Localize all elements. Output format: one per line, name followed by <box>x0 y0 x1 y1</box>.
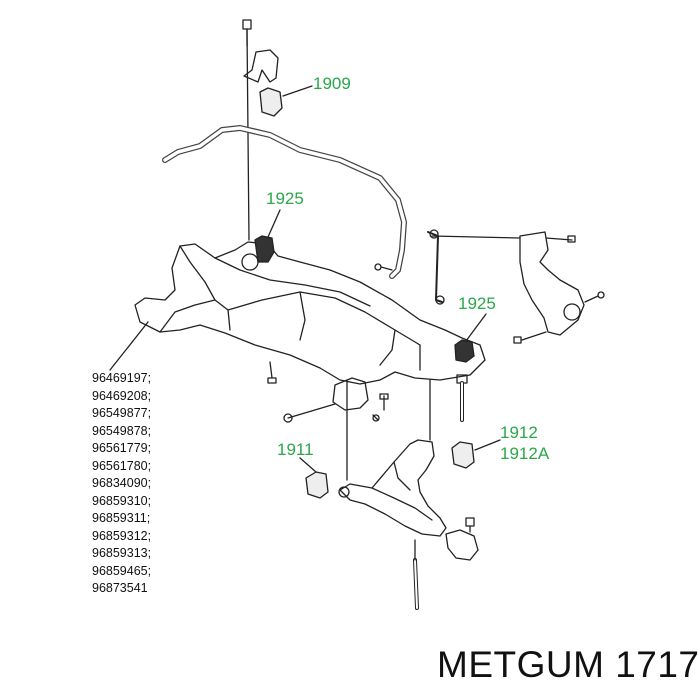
brand-caption: METGUM 1717 <box>437 644 700 685</box>
part-number: 96834090; <box>92 476 152 490</box>
ball-joint <box>445 529 479 561</box>
part-number: 96859313; <box>92 546 152 560</box>
bushing-1912 <box>451 441 475 469</box>
stabilizer-link <box>427 231 443 303</box>
steering-knuckle <box>519 231 585 336</box>
part-number: 96873541 <box>92 581 148 595</box>
part-number: 96469197; <box>92 371 152 385</box>
rear-mount-bracket <box>332 377 369 411</box>
top-bolt <box>242 19 252 47</box>
oem-part-number-list: 96469197; 96469208; 96549877; 96549878; … <box>92 370 151 598</box>
bushing-1911 <box>305 471 329 499</box>
part-number: 96549878; <box>92 423 152 438</box>
part-number: 96469208; <box>92 388 152 403</box>
stabilizer-bushing <box>259 87 283 117</box>
subframe-bushing-top <box>254 235 275 263</box>
part-number: 96859312; <box>92 528 152 543</box>
subframe <box>134 241 486 385</box>
part-number: 96561780; <box>92 458 152 473</box>
lower-control-arm <box>339 439 447 537</box>
callout-1912A: 1912A <box>500 444 550 463</box>
part-number: 96859310; <box>92 493 152 508</box>
part-number: 96859465; <box>92 563 152 578</box>
callout-1925-top: 1925 <box>266 189 304 208</box>
part-number: 96859311; <box>92 511 151 525</box>
callout-1911: 1911 <box>277 440 314 459</box>
callout-1912: 1912 <box>500 423 538 442</box>
callout-1909: 1909 <box>313 74 351 93</box>
top-bolt-guide <box>246 29 250 241</box>
callout-1925-right: 1925 <box>458 294 496 313</box>
part-number: 96561779; <box>92 441 152 455</box>
subframe-bushing-right <box>454 339 475 363</box>
stabilizer-clamp <box>243 49 279 83</box>
part-number: 96549877; <box>92 406 152 420</box>
